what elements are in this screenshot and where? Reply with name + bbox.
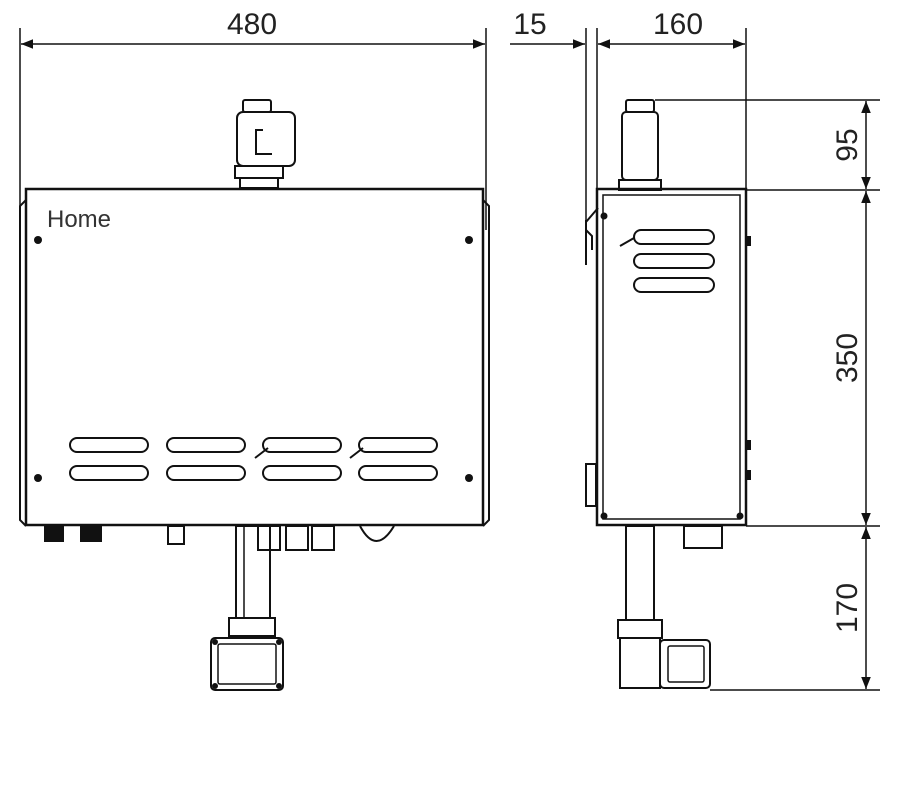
front-vents (69, 437, 438, 481)
dimension-labels: 480 15 160 95 350 170 (227, 8, 864, 633)
front-view: Home (19, 99, 490, 691)
front-top-valve (234, 99, 296, 189)
brand-label: Home (47, 206, 111, 233)
front-drain-pipe (210, 525, 284, 691)
side-top-valve (618, 99, 662, 191)
side-drain-pipe (617, 525, 723, 689)
side-vents (619, 229, 715, 293)
dim-body-height: 350 (831, 333, 864, 383)
dim-side-depth: 160 (653, 8, 703, 41)
dim-side-offset: 15 (513, 8, 546, 41)
dim-front-width: 480 (227, 8, 277, 41)
side-view (585, 99, 751, 689)
front-bottom-fittings (44, 525, 395, 551)
front-screws (34, 236, 473, 482)
dimension-lines (19, 28, 880, 691)
front-housing (24, 187, 485, 527)
dim-top-height: 95 (831, 128, 864, 161)
dim-bottom-height: 170 (831, 583, 864, 633)
side-housing (595, 187, 748, 527)
